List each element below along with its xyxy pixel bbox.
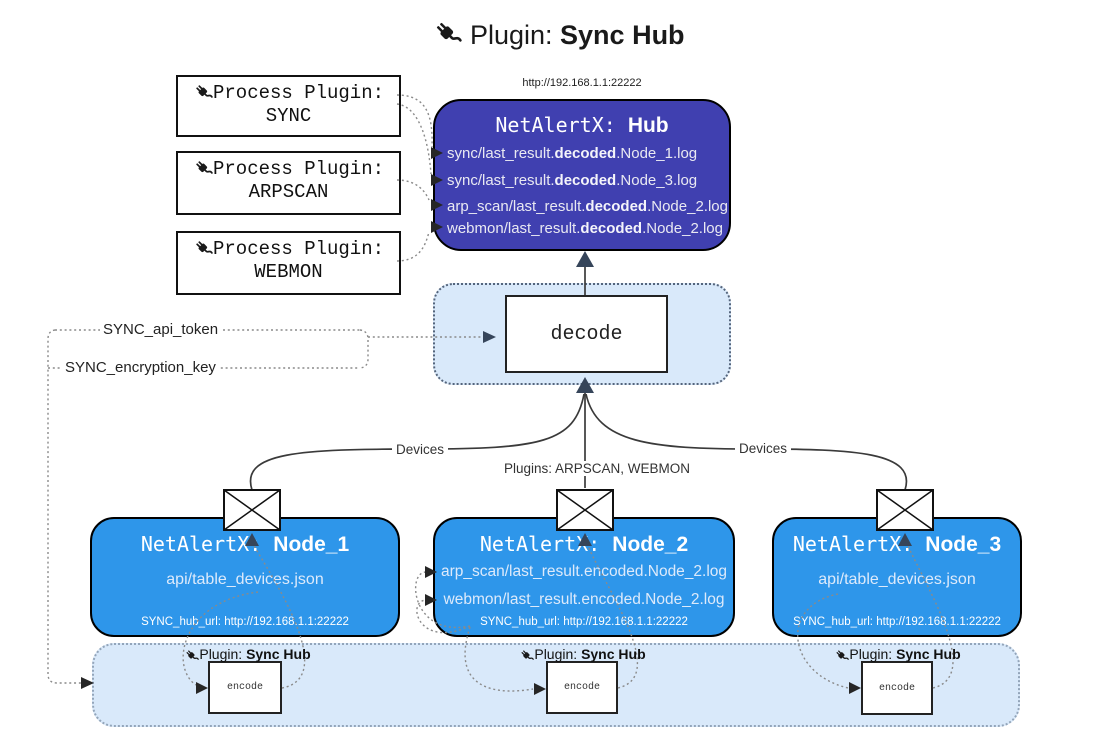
plug-icon — [196, 85, 213, 98]
sync-encryption-key-label: SYNC_encryption_key — [62, 359, 219, 376]
hub-log-line: arp_scan/last_result.decoded.Node_2.log — [447, 198, 728, 215]
node-file: webmon/last_result.encoded.Node_2.log — [443, 591, 725, 608]
process-plugin-label: Process Plugin: — [212, 238, 385, 260]
process-plugin-label: Process Plugin: — [212, 82, 385, 104]
node-2-box: NetAlertX: Node_2 arp_scan/last_result.e… — [433, 517, 735, 637]
plug-icon — [186, 650, 200, 660]
hub-url-label: http://192.168.1.1:22222 — [522, 77, 642, 89]
title-prefix: Plugin: — [469, 20, 553, 50]
devices-right-label: Devices — [735, 441, 792, 456]
arrow-up-into-hub — [576, 251, 594, 267]
devices-left-label: Devices — [392, 442, 449, 457]
process-plugin-name: ARPSCAN — [248, 181, 329, 203]
hub-log-line: sync/last_result.decoded.Node_3.log — [447, 172, 698, 189]
node-1-box: NetAlertX: Node_1 api/table_devices.json… — [90, 517, 400, 637]
hub-log-line: webmon/last_result.decoded.Node_2.log — [447, 220, 723, 237]
node-file: api/table_devices.json — [818, 571, 976, 588]
hub-log-line: sync/last_result.decoded.Node_1.log — [447, 145, 698, 162]
page-title: Plugin: Sync Hub — [0, 18, 1117, 51]
plugins-mid-label: Plugins: ARPSCAN, WEBMON — [500, 461, 690, 476]
hub-title: NetAlertX: Hub — [435, 113, 729, 138]
encode-plugin-label: Plugin: Sync Hub — [810, 646, 985, 663]
process-plugin-label: Process Plugin: — [212, 158, 385, 180]
sync-api-token-label: SYNC_api_token — [100, 321, 222, 338]
node-hub-url: SYNC_hub_url: http://192.168.1.1:22222 — [793, 616, 1001, 628]
encode-plugin-label: Plugin: Sync Hub — [160, 646, 335, 663]
title-name: Sync Hub — [560, 20, 685, 50]
hub-title-prefix: NetAlertX: — [495, 113, 628, 137]
process-plugin-name: WEBMON — [254, 261, 323, 283]
encode-plugin-label: Plugin: Sync Hub — [495, 646, 670, 663]
encode-box: encode — [861, 661, 933, 715]
process-plugin-box-arpscan: Process Plugin: ARPSCAN — [176, 151, 401, 215]
node-3-box: NetAlertX: Node_3 api/table_devices.json… — [772, 517, 1022, 637]
encode-box: encode — [208, 661, 282, 714]
node-title: NetAlertX: Node_1 — [140, 532, 350, 556]
node-file: arp_scan/last_result.encoded.Node_2.log — [440, 563, 728, 580]
hub-box: NetAlertX: Hub sync/last_result.decoded.… — [433, 99, 731, 251]
node-hub-url: SYNC_hub_url: http://192.168.1.1:22222 — [480, 616, 688, 628]
hub-title-name: Hub — [627, 114, 669, 137]
process-plugin-box-webmon: Process Plugin: WEBMON — [176, 231, 401, 295]
encode-box: encode — [546, 661, 618, 714]
node-title: NetAlertX: Node_3 — [792, 532, 1002, 556]
node-file: api/table_devices.json — [166, 571, 324, 588]
node-hub-url: SYNC_hub_url: http://192.168.1.1:22222 — [141, 616, 349, 628]
plug-icon — [521, 650, 535, 660]
plug-icon — [437, 22, 463, 42]
decode-box: decode — [505, 295, 668, 373]
plug-icon — [196, 161, 213, 174]
process-plugin-box-sync: Process Plugin: SYNC — [176, 75, 401, 137]
plug-icon — [196, 241, 213, 254]
plug-icon — [836, 650, 850, 660]
node-title: NetAlertX: Node_2 — [479, 532, 689, 556]
process-plugin-name: SYNC — [265, 105, 312, 127]
